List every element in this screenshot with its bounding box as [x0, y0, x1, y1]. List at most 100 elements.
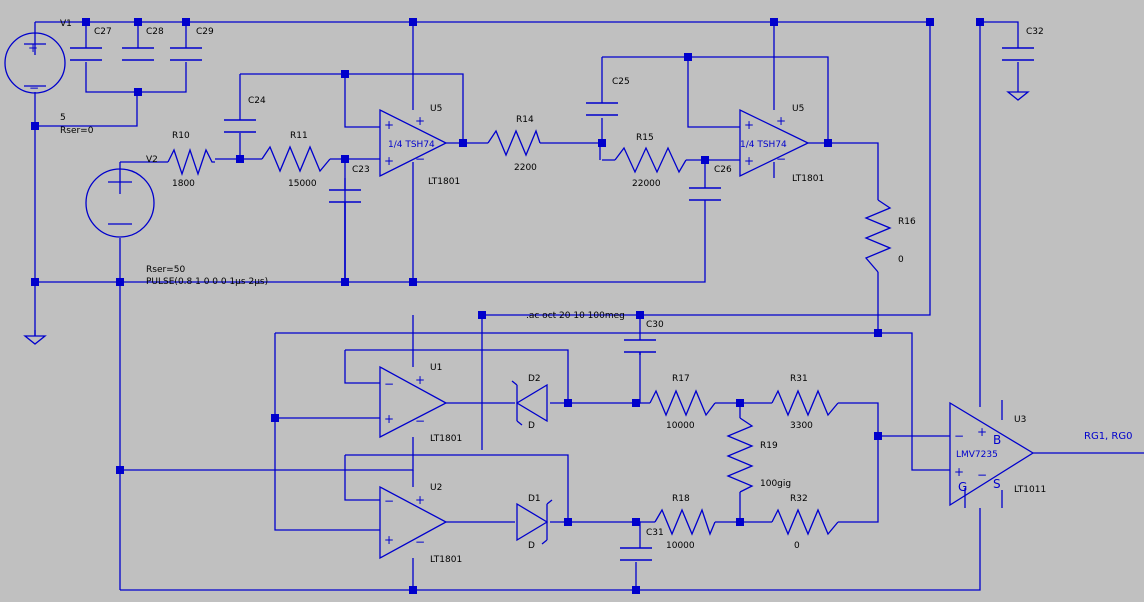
r31-value: 3300	[790, 421, 813, 431]
voltage-source-v1[interactable]: + − V1 5 Rser=0	[4, 19, 94, 136]
r32-value: 0	[794, 541, 800, 551]
capacitor-c28[interactable]: C28	[122, 27, 164, 61]
diode-d1[interactable]: D1 D	[516, 494, 553, 551]
u3-plus-pin: +	[954, 465, 964, 479]
u5b-name: U5	[792, 104, 804, 114]
u3-supply-plus: +	[977, 425, 987, 439]
r14-name: R14	[516, 115, 534, 125]
opamp-u1[interactable]: − + + − U1 LT1801	[379, 363, 462, 444]
c25-name: C25	[612, 77, 630, 87]
r16-name: R16	[898, 217, 916, 227]
opamp-u5b[interactable]: + + + − 1/4 TSH74 U5 LT1801	[739, 104, 824, 184]
u5b-plus-pin-lower: +	[744, 154, 754, 168]
r15-value: 22000	[632, 179, 661, 189]
svg-text:−: −	[29, 81, 39, 95]
resistor-r16[interactable]: R16 0	[864, 199, 916, 273]
u2-minus-pin: −	[384, 494, 394, 508]
resistor-r14[interactable]: R14 2200	[487, 115, 541, 173]
u3-supply-minus: −	[977, 468, 987, 482]
r18-name: R18	[672, 494, 690, 504]
r11-value: 15000	[288, 179, 317, 189]
u3-b-pin: B	[993, 433, 1001, 447]
wires	[34, 21, 1144, 591]
junctions	[31, 18, 984, 594]
resistor-r10[interactable]: R10 1800	[167, 131, 215, 189]
v2-value: PULSE(0.8 1 0 0 0 1μs 2μs)	[146, 277, 268, 287]
capacitor-c32[interactable]: C32	[1002, 27, 1044, 61]
ground-c32	[1006, 62, 1030, 101]
u5b-plus-pin: +	[744, 118, 754, 132]
opamp-u2[interactable]: − + + − U2 LT1801	[379, 483, 462, 565]
resistor-r19[interactable]: R19 100gig	[726, 417, 791, 493]
u1-model: LT1801	[430, 434, 462, 444]
resistor-r32[interactable]: R32 0	[771, 494, 839, 551]
u5b-part: 1/4 TSH74	[740, 140, 787, 150]
c24-name: C24	[248, 96, 266, 106]
u2-model: LT1801	[430, 555, 462, 565]
u3-minus-pin: −	[954, 429, 964, 443]
capacitor-c23[interactable]: C23	[329, 165, 370, 282]
d2-model: D	[528, 421, 535, 431]
c31-name: C31	[646, 528, 664, 538]
capacitor-c26[interactable]: C26	[689, 165, 732, 201]
capacitor-c30[interactable]: C30	[624, 320, 664, 355]
c28-name: C28	[146, 27, 164, 37]
c26-name: C26	[714, 165, 732, 175]
u1-supply-plus: +	[415, 373, 425, 387]
c32-name: C32	[1026, 27, 1044, 37]
d1-model: D	[528, 541, 535, 551]
diode-d2[interactable]: D2 D	[511, 374, 548, 431]
v2-name: V2	[146, 155, 158, 165]
r17-value: 10000	[666, 421, 695, 431]
u1-minus-pin: −	[384, 377, 394, 391]
opamp-u5a[interactable]: + + + − 1/4 TSH74 U5 LT1801	[379, 104, 460, 187]
u5a-part: 1/4 TSH74	[388, 140, 435, 150]
output-net-label: RG1, RG0	[1084, 431, 1132, 442]
comparator-u3[interactable]: − + + − B G S LMV7235 U3 LT1011	[949, 401, 1046, 507]
u1-plus-pin: +	[384, 412, 394, 426]
r31-name: R31	[790, 374, 808, 384]
d1-name: D1	[528, 494, 541, 504]
v1-name: V1	[60, 19, 72, 29]
r10-value: 1800	[172, 179, 195, 189]
resistor-r11[interactable]: R11 15000	[261, 131, 331, 189]
u5a-plus-pin: +	[384, 118, 394, 132]
u2-name: U2	[430, 483, 442, 493]
capacitor-c31[interactable]: C31	[620, 528, 664, 561]
r16-value: 0	[898, 255, 904, 265]
capacitor-c24[interactable]: C24	[224, 96, 266, 133]
r32-name: R32	[790, 494, 808, 504]
capacitor-c29[interactable]: C29	[170, 27, 214, 61]
d2-name: D2	[528, 374, 541, 384]
resistor-r18[interactable]: R18 10000	[654, 494, 716, 551]
resistor-r17[interactable]: R17 10000	[649, 374, 716, 431]
r11-name: R11	[290, 131, 308, 141]
u5b-supply-minus: −	[776, 152, 786, 166]
u5a-plus-pin-lower: +	[384, 154, 394, 168]
v1-value: 5	[60, 113, 66, 123]
r15-name: R15	[636, 133, 654, 143]
v2-param: Rser=50	[146, 265, 185, 275]
r17-name: R17	[672, 374, 690, 384]
v1-param: Rser=0	[60, 126, 94, 136]
resistor-r15[interactable]: R15 22000	[614, 133, 687, 189]
resistor-r31[interactable]: R31 3300	[771, 374, 839, 431]
c30-name: C30	[646, 320, 664, 330]
u5b-supply-plus: +	[776, 114, 786, 128]
c23-name: C23	[352, 165, 370, 175]
u1-supply-minus: −	[415, 414, 425, 428]
u5a-supply-plus: +	[415, 114, 425, 128]
svg-text:+: +	[28, 41, 38, 55]
c27-name: C27	[94, 27, 112, 37]
u3-model: LT1011	[1014, 485, 1046, 495]
u2-supply-minus: −	[415, 535, 425, 549]
capacitor-c27[interactable]: C27	[70, 27, 112, 61]
u2-plus-pin: +	[384, 533, 394, 547]
r18-value: 10000	[666, 541, 695, 551]
capacitor-c25[interactable]: C25	[586, 77, 630, 116]
u3-s-pin: S	[993, 477, 1001, 491]
voltage-source-v2[interactable]: V2 Rser=50 PULSE(0.8 1 0 0 0 1μs 2μs)	[85, 155, 268, 287]
u2-supply-plus: +	[415, 493, 425, 507]
r19-name: R19	[760, 441, 778, 451]
